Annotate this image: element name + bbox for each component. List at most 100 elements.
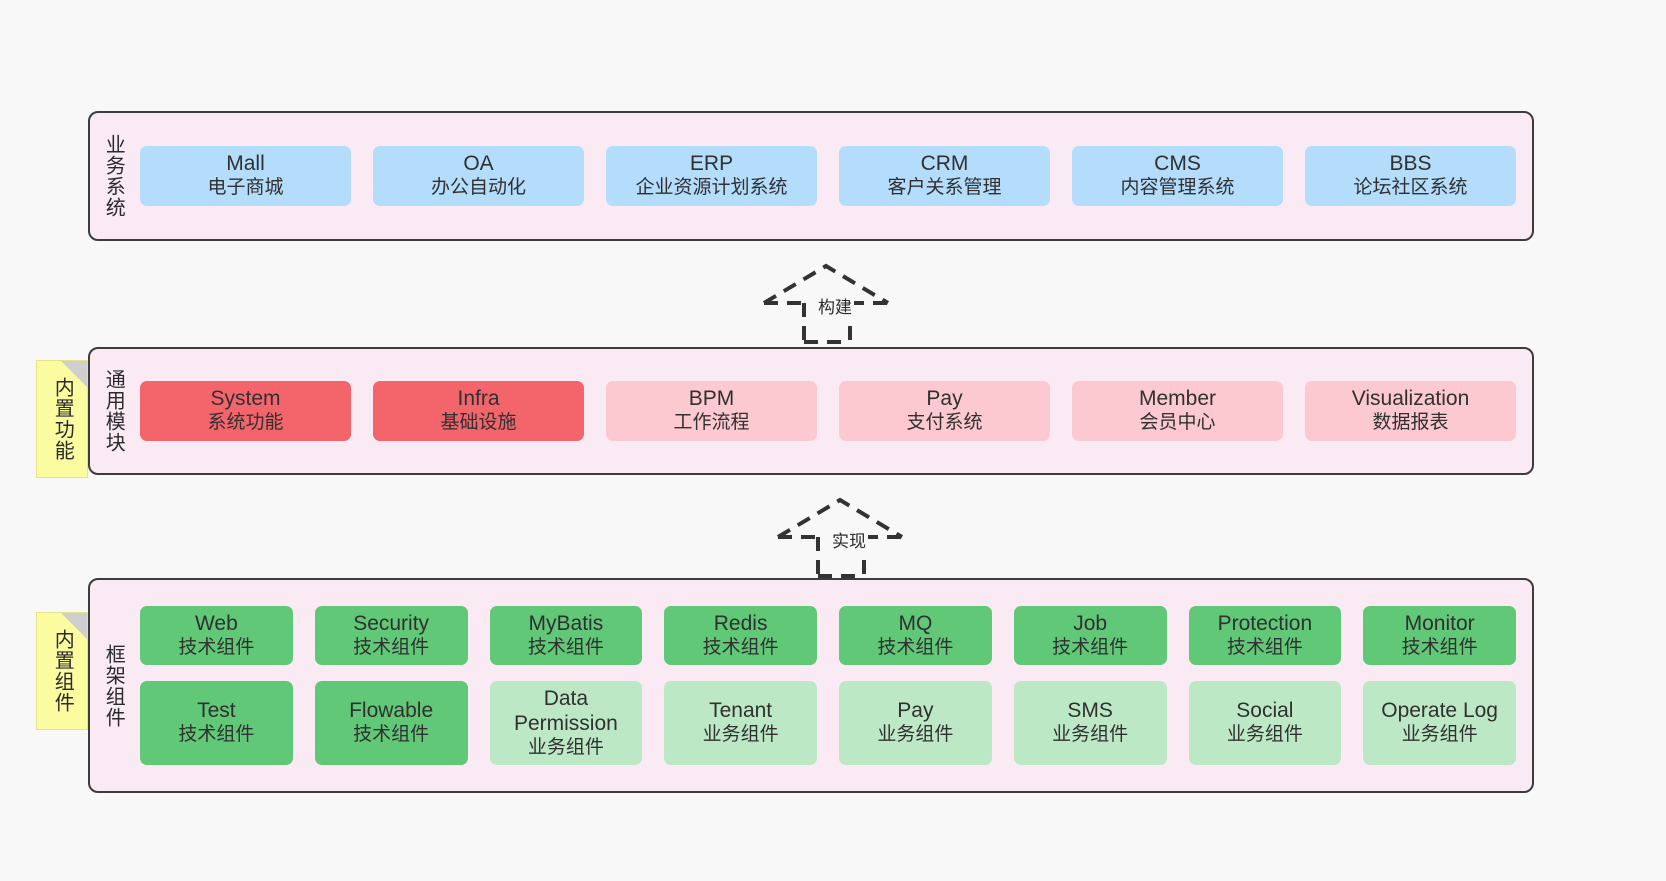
component-name: Flowable bbox=[349, 699, 434, 723]
component-desc: 技术组件 bbox=[1401, 636, 1478, 658]
component-card-flowable[interactable]: Flowable 技术组件 bbox=[314, 681, 468, 766]
page-fold-icon bbox=[61, 361, 87, 387]
component-name: Data Permission bbox=[513, 687, 618, 735]
component-name: Tenant bbox=[709, 699, 773, 723]
component-desc: 技术组件 bbox=[1052, 636, 1129, 658]
component-card-social[interactable]: Social 业务组件 bbox=[1188, 681, 1342, 766]
common-row: System 系统功能 Infra 基础设施 BPM 工作流程 Pay 支付系统… bbox=[140, 381, 1516, 441]
component-card-test[interactable]: Test 技术组件 bbox=[140, 681, 293, 766]
module-card-oa[interactable]: OA 办公自动化 bbox=[373, 146, 584, 206]
component-desc: 业务组件 bbox=[1401, 724, 1478, 746]
module-desc: 工作流程 bbox=[673, 412, 750, 434]
component-name: Security bbox=[353, 611, 430, 635]
module-card-infra[interactable]: Infra 基础设施 bbox=[373, 381, 584, 441]
component-name: Monitor bbox=[1404, 611, 1475, 635]
component-name: Job bbox=[1073, 611, 1108, 635]
module-card-visualization[interactable]: Visualization 数据报表 bbox=[1305, 381, 1516, 441]
component-name: Protection bbox=[1217, 611, 1313, 635]
component-card-pay[interactable]: Pay 业务组件 bbox=[839, 681, 992, 766]
module-card-erp[interactable]: ERP 企业资源计划系统 bbox=[606, 146, 817, 206]
module-card-system[interactable]: System 系统功能 bbox=[140, 381, 351, 441]
module-name: Pay bbox=[926, 387, 963, 411]
component-desc: 技术组件 bbox=[353, 724, 430, 746]
connector-build: 构建 bbox=[754, 258, 904, 344]
module-name: CRM bbox=[920, 152, 969, 176]
layer-common-title: 通用模块 bbox=[102, 369, 125, 453]
component-name: Test bbox=[197, 699, 236, 723]
module-desc: 系统功能 bbox=[207, 412, 284, 434]
module-name: Member bbox=[1138, 387, 1217, 411]
module-name: Infra bbox=[457, 387, 500, 411]
connector-implement-label: 实现 bbox=[830, 527, 868, 552]
component-card-protection[interactable]: Protection 技术组件 bbox=[1188, 605, 1342, 666]
component-card-tenant[interactable]: Tenant 业务组件 bbox=[664, 681, 817, 766]
module-card-member[interactable]: Member 会员中心 bbox=[1072, 381, 1283, 441]
component-desc: 技术组件 bbox=[353, 636, 430, 658]
component-card-monitor[interactable]: Monitor 技术组件 bbox=[1363, 605, 1516, 666]
layer-framework-body: Web 技术组件 Security 技术组件 MyBatis 技术组件 Redi… bbox=[136, 580, 1532, 791]
layer-framework: 框架组件 Web 技术组件 Security 技术组件 MyBatis 技术组件… bbox=[88, 578, 1534, 793]
layer-framework-title: 框架组件 bbox=[102, 643, 125, 728]
component-name: MQ bbox=[898, 611, 933, 635]
business-row: Mall 电子商城 OA 办公自动化 ERP 企业资源计划系统 CRM 客户关系… bbox=[140, 146, 1516, 206]
module-name: BPM bbox=[688, 387, 735, 411]
component-name: Operate Log bbox=[1381, 699, 1498, 723]
component-desc: 业务组件 bbox=[877, 724, 954, 746]
component-name: Social bbox=[1236, 699, 1294, 723]
component-name: Pay bbox=[897, 699, 934, 723]
note-builtin-features: 内置功能 bbox=[36, 360, 88, 478]
framework-row-tech: Web 技术组件 Security 技术组件 MyBatis 技术组件 Redi… bbox=[140, 605, 1516, 666]
module-card-mall[interactable]: Mall 电子商城 bbox=[140, 146, 351, 206]
component-desc: 技术组件 bbox=[1226, 636, 1303, 658]
component-card-web[interactable]: Web 技术组件 bbox=[140, 605, 293, 666]
module-card-bbs[interactable]: BBS 论坛社区系统 bbox=[1305, 146, 1516, 206]
module-name: Visualization bbox=[1351, 387, 1470, 411]
component-card-sms[interactable]: SMS 业务组件 bbox=[1013, 681, 1167, 766]
component-card-data-permission[interactable]: Data Permission 业务组件 bbox=[489, 681, 643, 766]
component-desc: 技术组件 bbox=[178, 724, 255, 746]
module-name: CMS bbox=[1154, 152, 1201, 176]
component-name: Web bbox=[194, 611, 238, 635]
module-card-pay[interactable]: Pay 支付系统 bbox=[839, 381, 1050, 441]
module-desc: 办公自动化 bbox=[430, 177, 526, 199]
component-name: SMS bbox=[1067, 699, 1113, 723]
component-card-mybatis[interactable]: MyBatis 技术组件 bbox=[489, 605, 643, 666]
component-card-security[interactable]: Security 技术组件 bbox=[314, 605, 468, 666]
note-label: 内置组件 bbox=[51, 629, 74, 713]
layer-business-title: 业务系统 bbox=[102, 134, 125, 218]
module-desc: 支付系统 bbox=[906, 412, 983, 434]
framework-row-business: Test 技术组件 Flowable 技术组件 Data Permission … bbox=[140, 681, 1516, 766]
component-card-mq[interactable]: MQ 技术组件 bbox=[839, 605, 992, 666]
module-name: ERP bbox=[689, 152, 734, 176]
component-card-job[interactable]: Job 技术组件 bbox=[1013, 605, 1167, 666]
component-desc: 技术组件 bbox=[702, 636, 779, 658]
component-desc: 业务组件 bbox=[1052, 724, 1129, 746]
component-name: Redis bbox=[713, 611, 768, 635]
component-desc: 业务组件 bbox=[527, 736, 604, 758]
module-desc: 论坛社区系统 bbox=[1353, 177, 1468, 199]
layer-business: 业务系统 Mall 电子商城 OA 办公自动化 ERP 企业资源计划系统 CRM… bbox=[88, 111, 1534, 241]
module-name: BBS bbox=[1389, 152, 1432, 176]
note-label: 内置功能 bbox=[51, 377, 74, 461]
module-name: System bbox=[210, 387, 281, 411]
layer-common-body: System 系统功能 Infra 基础设施 BPM 工作流程 Pay 支付系统… bbox=[136, 349, 1532, 473]
layer-business-body: Mall 电子商城 OA 办公自动化 ERP 企业资源计划系统 CRM 客户关系… bbox=[136, 113, 1532, 239]
module-name: OA bbox=[463, 152, 494, 176]
module-name: Mall bbox=[226, 152, 265, 176]
component-desc: 技术组件 bbox=[178, 636, 255, 658]
module-card-bpm[interactable]: BPM 工作流程 bbox=[606, 381, 817, 441]
component-desc: 技术组件 bbox=[877, 636, 954, 658]
module-desc: 内容管理系统 bbox=[1120, 177, 1235, 199]
module-card-crm[interactable]: CRM 客户关系管理 bbox=[839, 146, 1050, 206]
page-fold-icon bbox=[61, 613, 87, 639]
component-desc: 业务组件 bbox=[702, 724, 779, 746]
component-desc: 技术组件 bbox=[527, 636, 604, 658]
connector-build-label: 构建 bbox=[816, 293, 854, 318]
component-card-redis[interactable]: Redis 技术组件 bbox=[664, 605, 817, 666]
module-desc: 会员中心 bbox=[1139, 412, 1216, 434]
module-card-cms[interactable]: CMS 内容管理系统 bbox=[1072, 146, 1283, 206]
component-name: MyBatis bbox=[528, 611, 604, 635]
component-card-operate-log[interactable]: Operate Log 业务组件 bbox=[1363, 681, 1516, 766]
module-desc: 客户关系管理 bbox=[887, 177, 1002, 199]
